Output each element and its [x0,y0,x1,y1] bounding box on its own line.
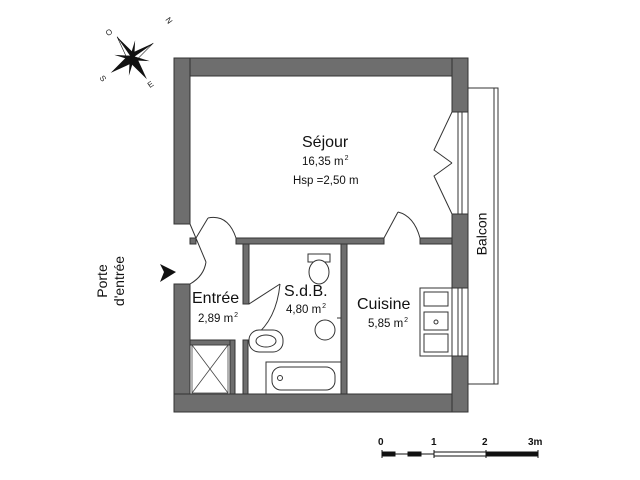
interior-walls [189,237,453,395]
entree-name: Entrée [192,290,240,307]
sejour-height: Hsp =2,50 m [293,175,359,187]
sdb-area: 4,80 m2 [286,303,327,316]
balcon-label: Balcon [473,212,490,256]
sejour-area: 16,35 m2 [302,155,349,168]
balcony-door [433,111,453,215]
sdb-name: S.d.B. [284,283,328,300]
outer-walls [173,57,469,413]
compass-rose [110,36,154,80]
scale-tick-0: 0 [378,437,384,448]
balcony [467,87,499,385]
scale-tick-1: 1 [431,437,437,448]
entrance-label-line1: Porte [94,264,111,298]
sink [314,319,336,341]
kitchen-sink [419,287,453,357]
closet [191,344,229,394]
bathroom-fixtures [248,253,342,395]
toilet-bowl [308,259,330,285]
cuisine-name: Cuisine [357,296,411,313]
sejour-name: Séjour [302,134,349,151]
entrance-arrow [160,264,176,282]
entree-area: 2,89 m2 [198,312,239,325]
scale-tick-2: 2 [482,437,488,448]
entrance-label-line2: d'entrée [111,255,128,307]
cuisine-area: 5,85 m2 [368,317,409,330]
scale-bar [381,450,539,458]
entrance-label: Porte d'entrée [94,256,128,306]
scale-tick-3: 3m [528,437,543,448]
windows [457,112,463,356]
